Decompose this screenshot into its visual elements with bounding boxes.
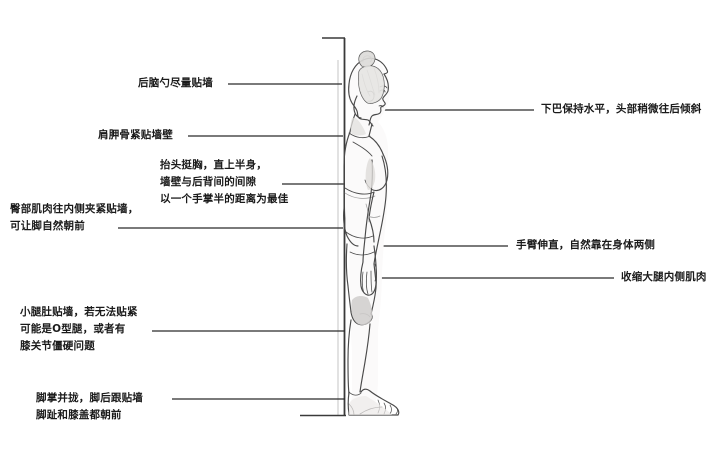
shade-hair	[358, 66, 385, 104]
finger-3	[370, 270, 373, 293]
waist-front	[368, 191, 375, 219]
annotation-chest-up-line-3: 以一个手掌半的距离为最佳	[160, 193, 289, 205]
torso-back	[343, 131, 351, 209]
annotation-calf-line-2: 可能是O型腿，或者有	[20, 323, 126, 335]
elbow-crease	[367, 215, 381, 218]
ankle-line	[348, 391, 362, 396]
shorts-line	[345, 231, 374, 239]
annotation-hips-line-1: 臀部肌肉往内侧夹紧贴墙，	[10, 203, 139, 215]
shade-armpit	[365, 158, 376, 190]
annotation-arms: 手臂伸直，自然靠在身体两侧	[516, 237, 655, 254]
hand	[360, 261, 377, 296]
annotation-hips: 臀部肌肉往内侧夹紧贴墙， 可让脚自然朝前	[10, 201, 138, 235]
annotation-chin-level: 下巴保持水平，头部稍微往后倾斜	[541, 101, 702, 118]
toe-1	[395, 406, 398, 415]
neck-front	[368, 123, 373, 137]
glute-back	[343, 207, 359, 247]
chest-bust	[372, 153, 389, 192]
finger-1	[361, 271, 365, 294]
annotation-feet: 脚掌并拢，脚后跟贴墙 脚趾和膝盖都朝前	[36, 390, 143, 424]
annotation-chest-up: 抬头挺胸，直上半身， 墙壁与后背间的间隙 以一个手掌半的距离为最佳	[160, 157, 288, 208]
hip-front	[368, 217, 375, 243]
annotation-head-back-line-1: 后脑勺尽量贴墙	[138, 77, 213, 89]
bra-strap	[352, 141, 373, 157]
shade-foot	[349, 396, 392, 415]
face-front-contour	[368, 73, 389, 126]
annotation-chest-up-line-1: 抬头挺胸，直上半身，	[160, 159, 267, 171]
shade-neck	[350, 118, 366, 136]
annotation-head-back: 后脑勺尽量贴墙	[138, 75, 213, 92]
face-profile	[348, 59, 374, 127]
shin-front	[359, 323, 371, 393]
woman-figure	[343, 50, 400, 416]
annotation-scapula-line-1: 肩胛骨紧贴墙壁	[98, 129, 173, 141]
thigh-back	[345, 243, 352, 313]
annotation-calf-line-3: 膝关节僵硬问题	[20, 340, 95, 352]
annotation-chin-level-line-1: 下巴保持水平，头部稍微往后倾斜	[541, 103, 702, 115]
annotation-thigh: 收缩大腿内侧肌肉	[621, 269, 707, 286]
finger-2	[365, 271, 369, 295]
calf-back	[347, 319, 352, 395]
shoulder-front	[368, 135, 384, 155]
toe-2	[389, 404, 392, 415]
thigh-front	[370, 245, 377, 315]
annotation-feet-line-1: 脚掌并拢，脚后跟贴墙	[36, 392, 143, 404]
foot	[347, 388, 400, 416]
shorts-hem	[349, 251, 375, 256]
body-silhouette-fill	[345, 57, 391, 412]
nape-hair	[353, 95, 362, 119]
bra-band	[344, 187, 375, 195]
lips	[378, 105, 384, 108]
shade-bun	[359, 51, 375, 67]
annotation-hips-line-2: 可让脚自然朝前	[10, 220, 85, 232]
annotation-chest-up-line-2: 墙壁与后背间的间隙	[160, 176, 257, 188]
annotation-feet-line-2: 脚趾和膝盖都朝前	[36, 409, 122, 421]
annotation-arms-line-1: 手臂伸直，自然靠在身体两侧	[516, 239, 656, 251]
annotation-thigh-line-1: 收缩大腿内侧肌肉	[621, 271, 707, 283]
collar-line	[348, 132, 371, 139]
arm-outer	[373, 155, 387, 265]
leader-lines-group	[118, 83, 614, 400]
shade-knee	[351, 295, 373, 326]
annotation-calf-line-1: 小腿肚贴墙，若无法贴紧	[20, 306, 138, 318]
annotation-calf: 小腿肚贴墙，若无法贴紧 可能是O型腿，或者有 膝关节僵硬问题	[20, 304, 138, 355]
annotation-scapula: 肩胛骨紧贴墙壁	[98, 127, 173, 144]
wall-group	[300, 37, 346, 417]
